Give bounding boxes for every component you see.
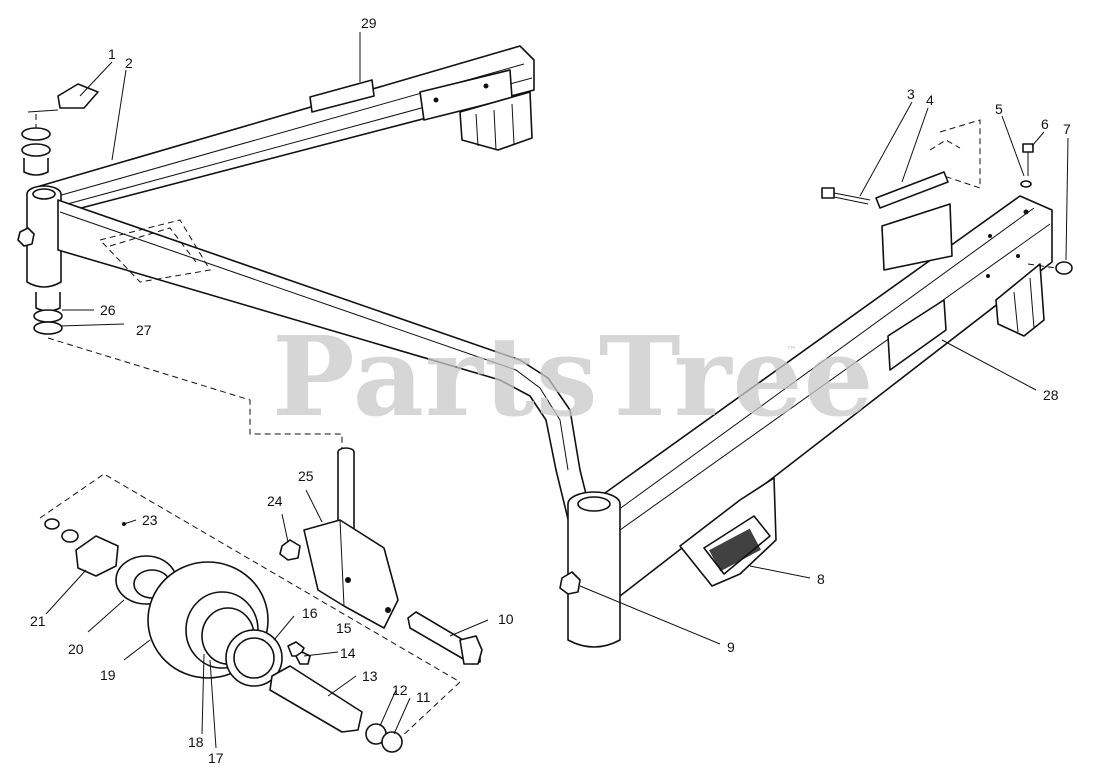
callout-17: 17 (208, 750, 224, 766)
callout-16: 16 (302, 605, 318, 621)
callout-25: 25 (298, 468, 314, 484)
callout-10: 10 (498, 611, 514, 627)
callout-26: 27 (136, 322, 152, 338)
callout-1: 1 (108, 46, 116, 62)
callout-7: 7 (1063, 121, 1071, 137)
callout-5: 5 (995, 101, 1003, 117)
callout-11: 11 (416, 689, 431, 705)
callout-13: 13 (362, 668, 378, 684)
top-bushing-stack (21, 83, 99, 176)
right-rear-hardware (821, 119, 1073, 275)
callout-19: 19 (100, 667, 116, 683)
callout-14: 14 (340, 645, 356, 661)
rear-cross-bar (39, 45, 535, 215)
callout-9: 9 (727, 639, 735, 655)
callout-15: 15 (336, 620, 352, 636)
right-pivot-tube (559, 491, 621, 648)
callout-27: 26 (100, 302, 116, 318)
leader-lines (27, 32, 1069, 749)
wheel-assembly (39, 473, 461, 753)
callout-23: 23 (142, 512, 158, 528)
callout-3: 3 (907, 86, 915, 102)
callout-24: 24 (267, 493, 283, 509)
callout-8: 8 (817, 571, 825, 587)
callout-20: 20 (68, 641, 84, 657)
callout-18: 18 (188, 734, 204, 750)
callout-4: 4 (926, 92, 934, 108)
right-side-rail (597, 195, 1053, 597)
callout-12: 12 (392, 682, 408, 698)
foot-step (679, 477, 777, 587)
axle-bolt (407, 611, 483, 665)
bottom-bushing-stack (33, 292, 63, 335)
callout-29: 29 (361, 15, 377, 31)
left-pivot-tube (17, 185, 62, 288)
callout-2: 2 (125, 55, 133, 71)
callout-6: 6 (1041, 116, 1049, 132)
caster-fork (279, 447, 399, 629)
watermark-trademark: ™ (786, 344, 797, 357)
callout-21: 21 (30, 613, 46, 629)
assembly-line (47, 337, 343, 452)
callout-28: 28 (1043, 387, 1059, 403)
